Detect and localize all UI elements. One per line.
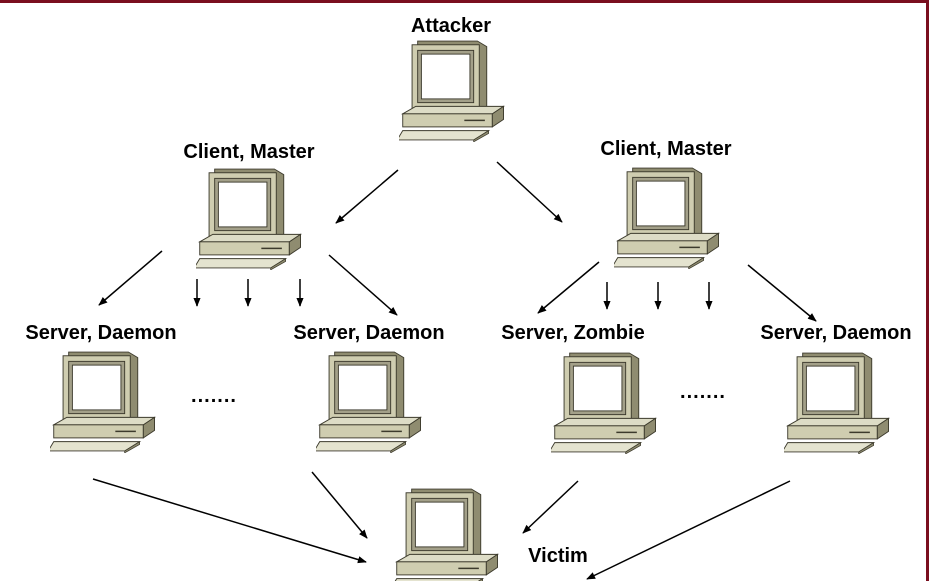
server-2-computer-icon [316, 351, 422, 453]
arrow-attacker-to-master-right [496, 161, 563, 223]
ellipsis-left: ....... [191, 385, 237, 407]
ellipsis-right: ....... [680, 381, 726, 403]
arrow-server-2-to-victim [311, 471, 368, 539]
arrow-master-left-to-server-1 [98, 250, 163, 306]
master-right-computer-icon [614, 167, 720, 269]
attacker-computer-icon [399, 40, 505, 142]
server-2-label: Server, Daemon [293, 322, 445, 344]
arrow-server-3-to-victim [522, 480, 579, 534]
arrow-attacker-to-master-left [335, 169, 399, 224]
diagram-canvas [50, 40, 890, 581]
master-left-label: Client, Master [183, 141, 315, 163]
server-4-label: Server, Daemon [760, 322, 912, 344]
arrow-master-left-to-server-2 [328, 254, 398, 316]
attacker-label: Attacker [410, 15, 492, 37]
arrow-server-4-to-victim [586, 480, 791, 580]
arrow-master-right-to-server-4 [747, 264, 817, 322]
arrow-server-1-to-victim [92, 478, 367, 564]
arrow-master-right-to-server-3 [537, 261, 600, 314]
server-3-computer-icon [551, 352, 657, 454]
server-3-label: Server, Zombie [501, 322, 645, 344]
server-4-computer-icon [784, 352, 890, 454]
server-1-computer-icon [50, 351, 156, 453]
master-right-label: Client, Master [600, 138, 732, 160]
victim-label: Victim [528, 545, 588, 567]
master-left-computer-icon [196, 168, 302, 270]
victim-computer-icon [393, 488, 499, 581]
server-1-label: Server, Daemon [25, 322, 177, 344]
